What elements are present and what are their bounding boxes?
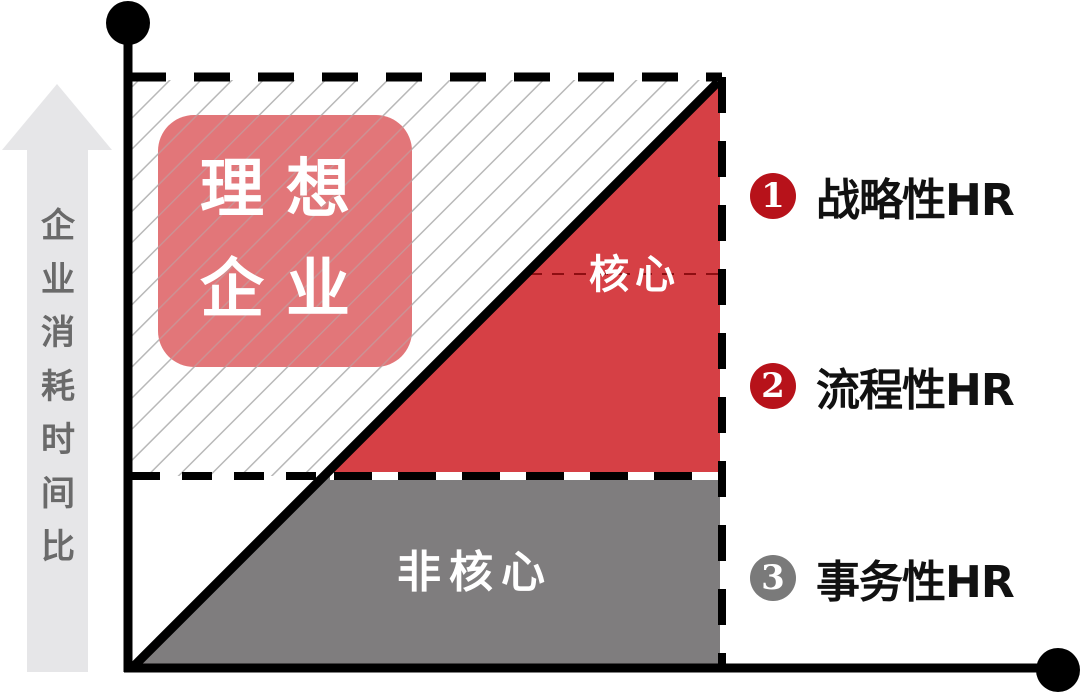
dashed-boundaries [130, 72, 726, 668]
diagonal-line [128, 78, 722, 672]
number-1-badge-icon: 1 [750, 173, 796, 219]
core-label: 核心 [589, 252, 681, 298]
y-axis-label: 企 业 消 耗 时 间 比 [27, 200, 89, 575]
ideal-enterprise-box [158, 115, 412, 367]
legend-item-transactional: 3 事务性HR [750, 550, 1015, 608]
number-2-badge-icon: 2 [750, 363, 796, 409]
y-axis-char: 业 [41, 259, 75, 300]
legend-item-process: 2 流程性HR [750, 358, 1015, 416]
ideal-line-2: 企业 [200, 253, 372, 327]
y-axis-char: 间 [41, 473, 75, 514]
legend-item-strategic: 1 战略性HR [750, 168, 1015, 226]
y-axis-char: 耗 [41, 366, 75, 407]
non-core-label: 非核心 [397, 547, 553, 598]
y-axis-arrow [2, 84, 112, 672]
y-axis-char: 时 [41, 420, 75, 460]
legend-label: 战略性HR [816, 175, 1015, 226]
y-axis-char: 企 [41, 206, 75, 246]
number-3-badge-icon: 3 [750, 555, 796, 601]
legend-label: 事务性HR [816, 557, 1015, 608]
legend-label: 流程性HR [816, 365, 1015, 416]
axes [106, 1, 1080, 692]
ideal-line-1: 理想 [200, 153, 372, 227]
y-axis-char: 消 [41, 313, 75, 353]
ideal-enterprise-label: 理想 企业 [160, 140, 412, 340]
y-axis-char: 比 [41, 527, 75, 567]
